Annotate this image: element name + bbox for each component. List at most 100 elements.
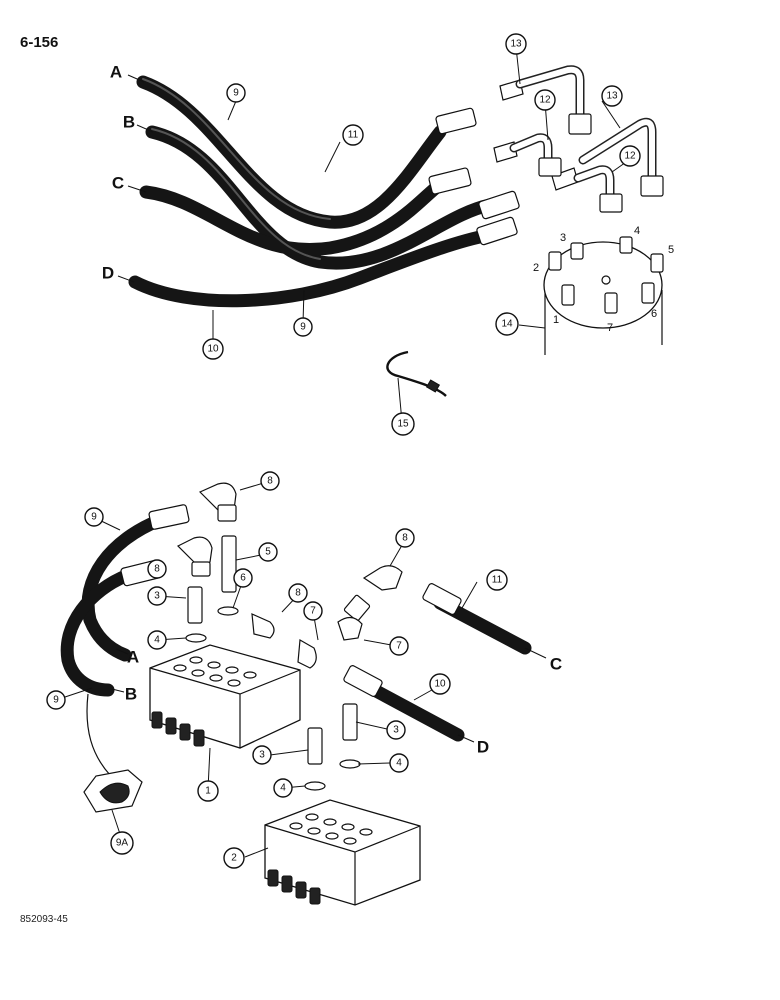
hose-b-lower <box>60 568 135 697</box>
drawing-code: 852093-45 <box>20 914 68 925</box>
tube-13a-nut <box>568 113 592 135</box>
svg-text:15: 15 <box>397 419 409 430</box>
letter-top-a: A <box>110 63 122 82</box>
port-label-7: 7 <box>607 322 613 334</box>
callout-12-left: 12 <box>534 89 556 111</box>
hose-clamp-9a <box>83 693 143 813</box>
callout-11-bottom: 11 <box>486 569 508 591</box>
callout-6: 6 <box>233 568 253 588</box>
port-label-5: 5 <box>668 244 674 256</box>
svg-text:9: 9 <box>53 695 59 706</box>
callout-8-d: 8 <box>395 528 415 548</box>
svg-text:9A: 9A <box>116 838 129 849</box>
callout-1: 1 <box>197 780 219 802</box>
svg-text:4: 4 <box>154 635 160 646</box>
svg-text:13: 13 <box>606 91 618 102</box>
upper-hose-fittings <box>428 79 579 246</box>
callout-2: 2 <box>223 847 245 869</box>
callout-13-right: 13 <box>601 85 623 107</box>
lower-fittings <box>176 482 403 791</box>
callout-4-c: 4 <box>273 778 293 798</box>
elbow-8-c <box>362 565 403 591</box>
callout-3-c: 3 <box>252 745 272 765</box>
steel-tubes <box>509 65 664 213</box>
elbow-7-b <box>297 639 317 669</box>
control-valve-1 <box>149 644 301 749</box>
svg-text:7: 7 <box>310 606 316 617</box>
svg-text:5: 5 <box>265 547 271 558</box>
swivel-14: 1 2 3 4 5 6 7 <box>533 225 674 355</box>
callout-13-left: 13 <box>505 33 527 55</box>
svg-text:4: 4 <box>396 758 402 769</box>
callout-4-a: 4 <box>147 630 167 650</box>
letter-bottom-c: C <box>550 655 562 674</box>
letter-bottom-a: A <box>127 648 139 667</box>
elbow-8-b <box>176 536 213 565</box>
letter-top-b: B <box>123 113 135 132</box>
svg-text:2: 2 <box>231 853 237 864</box>
adapter-5 <box>221 535 237 593</box>
letter-bottom-b: B <box>125 685 137 704</box>
svg-text:4: 4 <box>280 783 286 794</box>
callout-9-bottom-a: 9 <box>84 507 104 527</box>
svg-text:7: 7 <box>396 641 402 652</box>
swivel-ports <box>548 236 664 314</box>
svg-text:9: 9 <box>233 88 239 99</box>
control-valve-2 <box>264 799 421 906</box>
svg-text:8: 8 <box>402 533 408 544</box>
callout-8-b: 8 <box>147 559 167 579</box>
elbow-8-d <box>251 613 275 639</box>
letter-top-c: C <box>112 174 124 193</box>
callout-7-b: 7 <box>389 636 409 656</box>
svg-text:12: 12 <box>539 95 551 106</box>
cable-tie-15 <box>386 350 447 397</box>
callouts: 9 11 13 12 13 12 9 10 14 15 8 9 5 8 6 3 … <box>46 33 641 869</box>
callout-3-a: 3 <box>147 586 167 606</box>
hose-a-upper <box>136 75 447 229</box>
hose-d-lower <box>358 678 465 742</box>
callout-9a: 9A <box>110 831 134 855</box>
callout-8-a: 8 <box>260 471 280 491</box>
svg-text:11: 11 <box>348 130 359 141</box>
svg-text:8: 8 <box>295 588 301 599</box>
hose-c-upper <box>139 179 445 256</box>
svg-text:3: 3 <box>154 591 160 602</box>
callout-8-c: 8 <box>288 583 308 603</box>
callout-4-b: 4 <box>389 753 409 773</box>
port-label-3: 3 <box>560 232 566 244</box>
page-number: 6-156 <box>20 34 59 51</box>
svg-text:11: 11 <box>492 575 503 586</box>
hose-d-upper <box>128 228 497 308</box>
hose-letters: A B C D A B C D <box>102 63 562 757</box>
port-label-6: 6 <box>651 308 657 320</box>
adapter-3-b <box>307 727 323 765</box>
callout-14: 14 <box>495 312 519 336</box>
lower-hoses <box>60 504 532 742</box>
elbow-7-a <box>337 616 363 641</box>
svg-text:13: 13 <box>510 39 522 50</box>
port-label-4: 4 <box>634 225 640 237</box>
callout-3-b: 3 <box>386 720 406 740</box>
svg-text:9: 9 <box>300 322 306 333</box>
svg-text:1: 1 <box>205 786 211 797</box>
svg-text:8: 8 <box>154 564 160 575</box>
svg-text:3: 3 <box>393 725 399 736</box>
callout-12-right: 12 <box>619 145 641 167</box>
letter-bottom-d: D <box>477 738 489 757</box>
svg-text:10: 10 <box>207 344 219 355</box>
tube-12b-nut <box>599 193 623 213</box>
svg-text:8: 8 <box>267 476 273 487</box>
svg-text:12: 12 <box>624 151 636 162</box>
adapter-3-c <box>342 703 358 741</box>
swivel-top-face <box>543 241 663 329</box>
callout-11-top: 11 <box>342 124 364 146</box>
port-label-2: 2 <box>533 262 539 274</box>
adapter-3-a <box>187 586 203 624</box>
svg-text:14: 14 <box>501 319 513 330</box>
callout-15: 15 <box>391 412 415 436</box>
callout-10-top: 10 <box>202 338 224 360</box>
letter-top-d: D <box>102 264 114 283</box>
port-label-1: 1 <box>553 314 559 326</box>
svg-text:9: 9 <box>91 512 97 523</box>
svg-text:6: 6 <box>240 573 246 584</box>
